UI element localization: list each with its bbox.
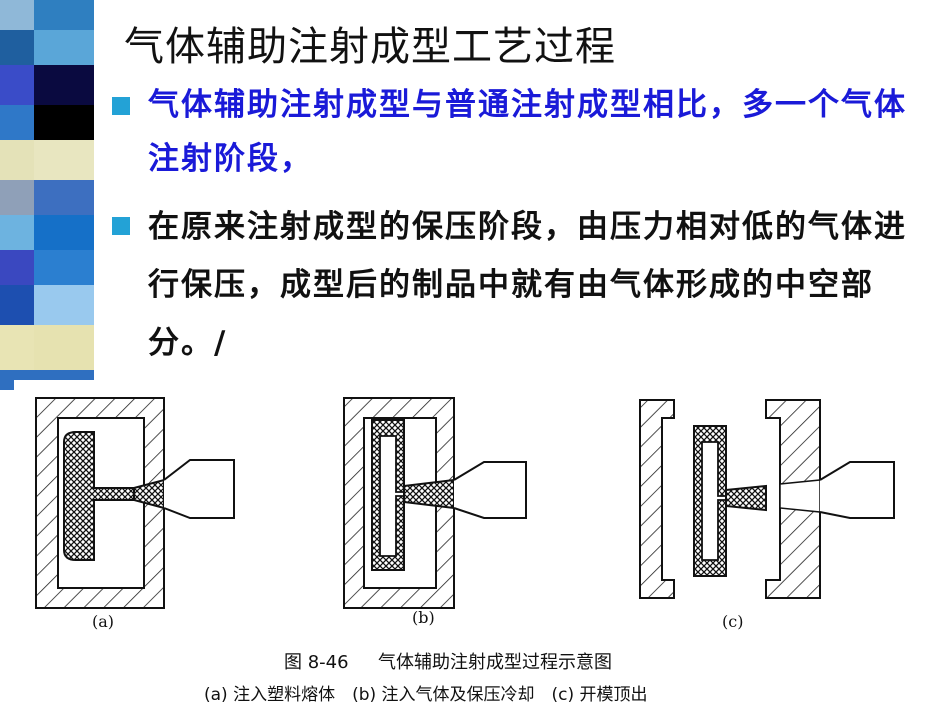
- panel-b-drawing: [343, 397, 527, 609]
- process-figure: (a) (b) (c) 图 8-46 气体辅助注射成型过程示意图 (a) 注入塑…: [14, 380, 944, 713]
- panel-a-drawing: [35, 397, 235, 609]
- bullet-square-icon: [112, 217, 130, 235]
- panel-c-drawing: [639, 399, 895, 599]
- panel-a-label: (a): [92, 612, 115, 631]
- panel-b-label: (b): [412, 608, 435, 627]
- slide-title: 气体辅助注射成型工艺过程: [124, 24, 616, 70]
- panel-c-label: (c): [722, 612, 744, 631]
- process-diagram: [35, 397, 895, 609]
- figure-subcaption: (a) 注入塑料熔体 (b) 注入气体及保压冷却 (c) 开模顶出: [204, 685, 648, 705]
- bullet-square-icon: [112, 97, 130, 115]
- bullet-text-1: 气体辅助注射成型与普通注射成型相比，多一个气体注射阶段，: [148, 87, 907, 177]
- caption-number: 图 8-46: [284, 652, 349, 673]
- caption-title: 气体辅助注射成型过程示意图: [378, 652, 613, 673]
- figure-caption: 图 8-46 气体辅助注射成型过程示意图: [284, 648, 612, 674]
- bullet-text-2: 在原来注射成型的保压阶段，由压力相对低的气体进行保压，成型后的制品中就有由气体形…: [148, 209, 907, 361]
